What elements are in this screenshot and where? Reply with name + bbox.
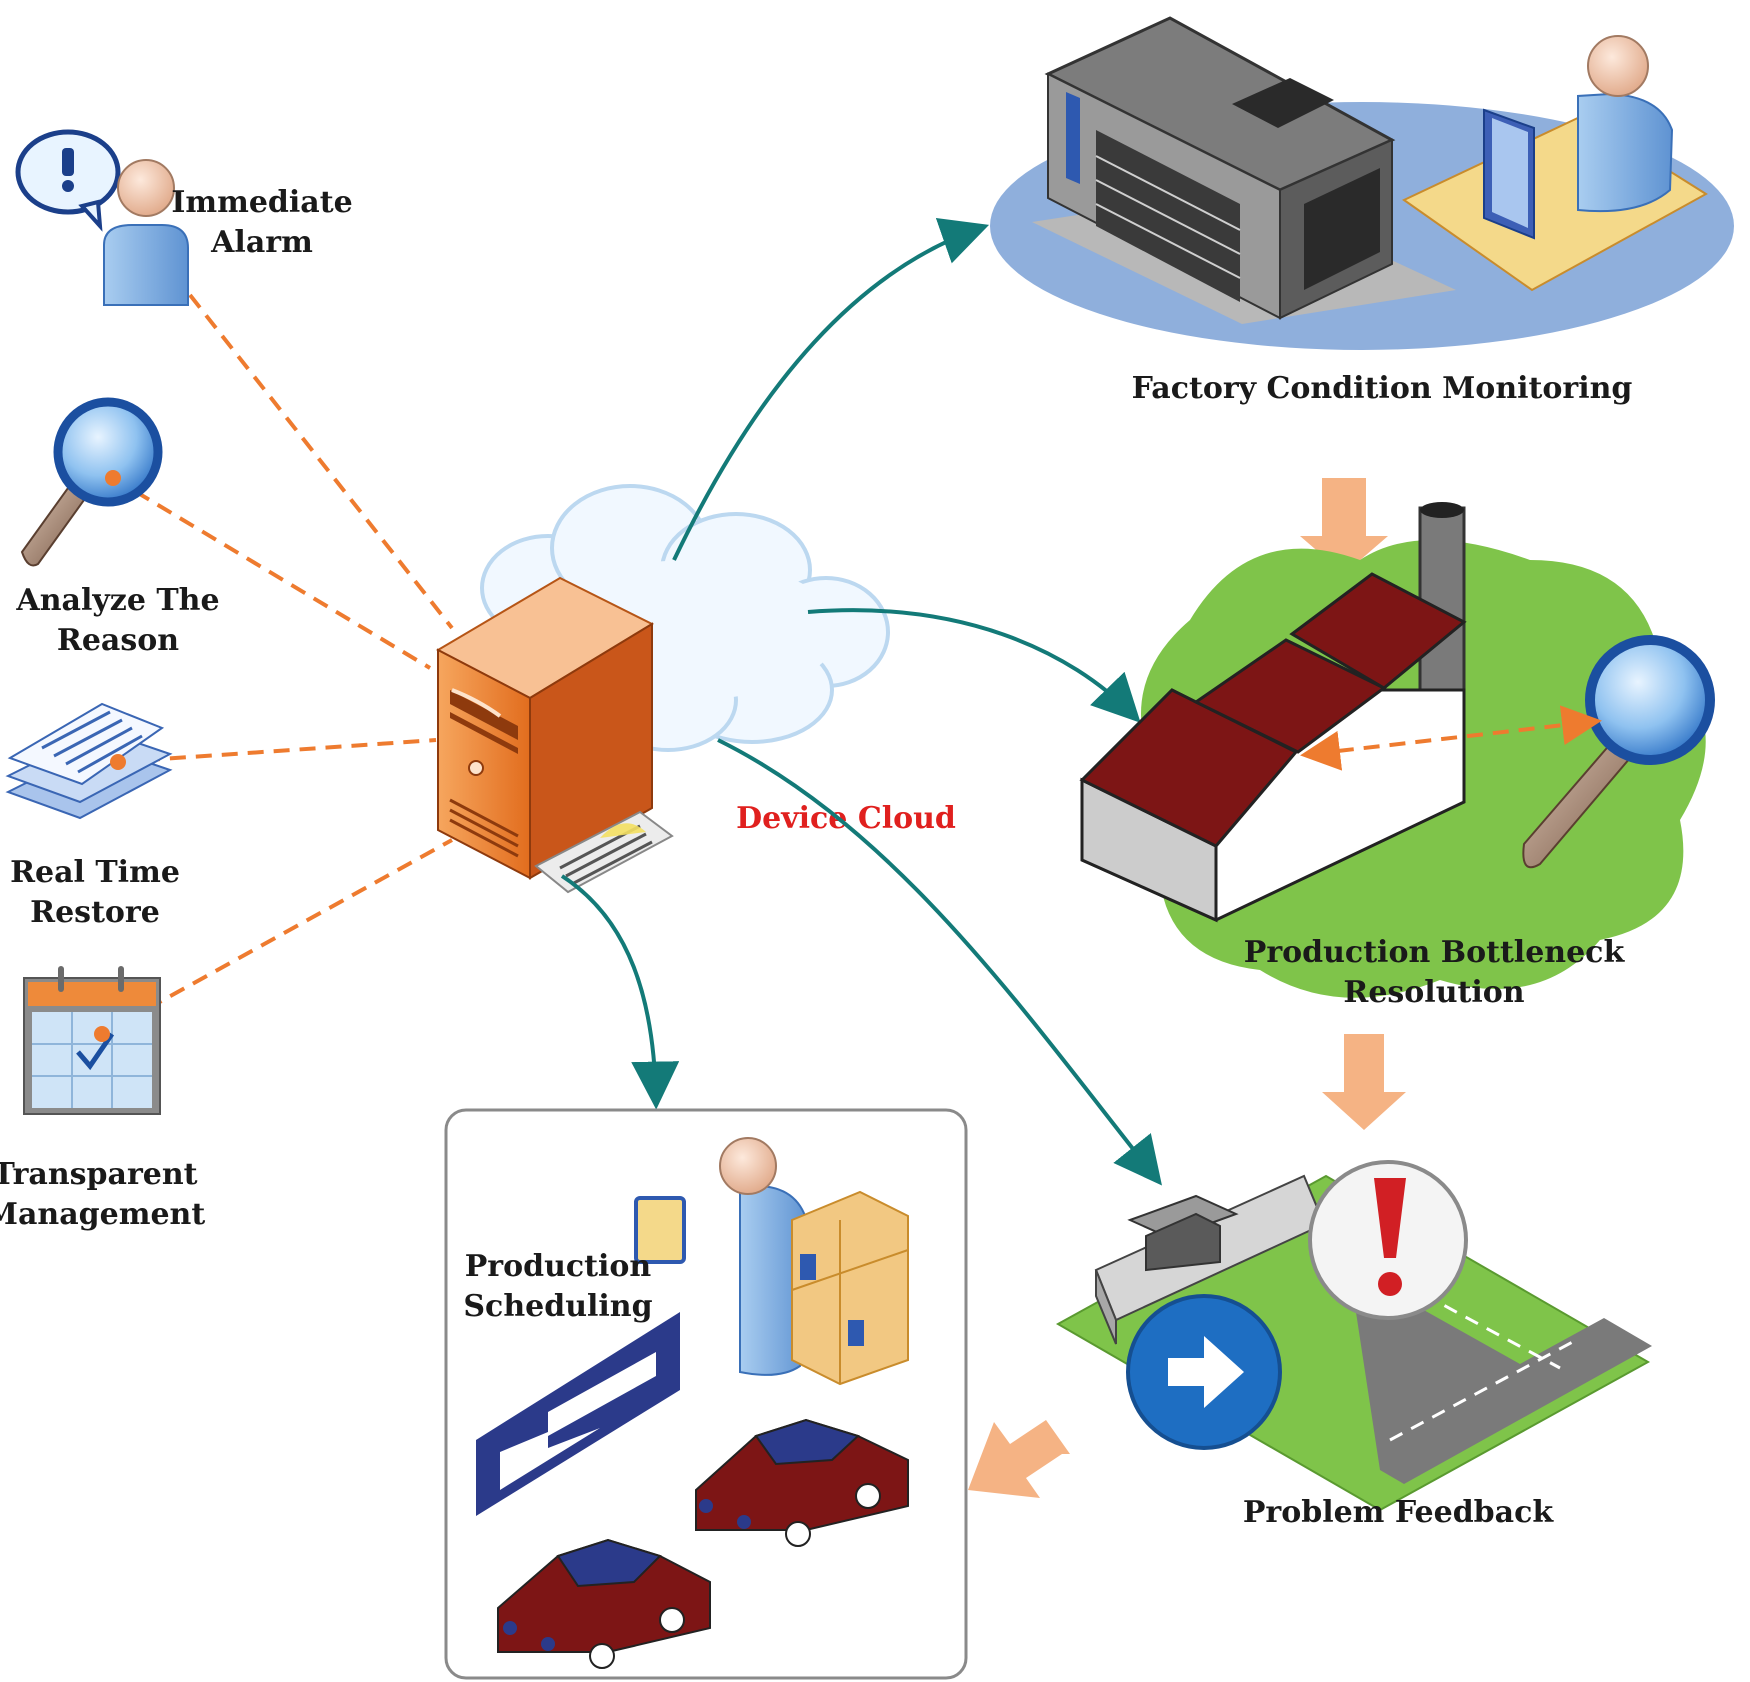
analyze-reason-label-line1: Analyze The xyxy=(15,583,219,618)
production-scheduling-panel xyxy=(444,1108,968,1680)
server-icon xyxy=(435,576,674,894)
real-time-restore-label-line1: Real Time xyxy=(10,855,180,890)
flow-arrows xyxy=(560,218,1162,1186)
production-scheduling-label-line1: Production xyxy=(465,1249,652,1284)
link-restore xyxy=(117,738,437,764)
immediate-alarm-icon xyxy=(15,129,189,306)
bottleneck-label-line2: Resolution xyxy=(1343,975,1524,1010)
link-analyze xyxy=(111,476,432,670)
device-cloud-label: Device Cloud xyxy=(736,801,956,836)
real-time-restore-label-line2: Restore xyxy=(30,895,160,930)
arrow-to-feedback xyxy=(717,738,1162,1186)
arrow-to-scheduling xyxy=(560,874,680,1110)
step-arrow-2 xyxy=(1322,1034,1406,1130)
documents-icon xyxy=(5,702,173,820)
analyze-reason-label-line2: Reason xyxy=(57,623,179,658)
bottleneck-double-arrow xyxy=(1300,705,1602,771)
calendar-icon xyxy=(23,966,161,1115)
bottleneck-label-line1: Production Bottleneck xyxy=(1244,935,1626,970)
arrow-to-monitoring xyxy=(672,218,990,561)
arrow-to-bottleneck xyxy=(807,608,1141,723)
step-arrow-3 xyxy=(968,1420,1070,1498)
bottleneck-icon xyxy=(1079,502,1715,998)
factory-monitoring-label: Factory Condition Monitoring xyxy=(1132,371,1633,406)
immediate-alarm-label-line1: Immediate xyxy=(171,185,352,220)
problem-feedback-icon xyxy=(1055,1160,1652,1512)
transparent-management-label-line1: Transparent xyxy=(0,1157,198,1192)
transparent-management-label-line2: Management xyxy=(0,1197,205,1232)
factory-monitoring-icon xyxy=(990,16,1734,350)
immediate-alarm-label-line2: Alarm xyxy=(210,225,313,260)
production-scheduling-label-line2: Scheduling xyxy=(463,1289,652,1324)
problem-feedback-label: Problem Feedback xyxy=(1243,1495,1555,1530)
step-arrow-1 xyxy=(1300,478,1388,574)
link-alarm xyxy=(188,293,454,630)
magnifier-icon xyxy=(20,397,163,567)
